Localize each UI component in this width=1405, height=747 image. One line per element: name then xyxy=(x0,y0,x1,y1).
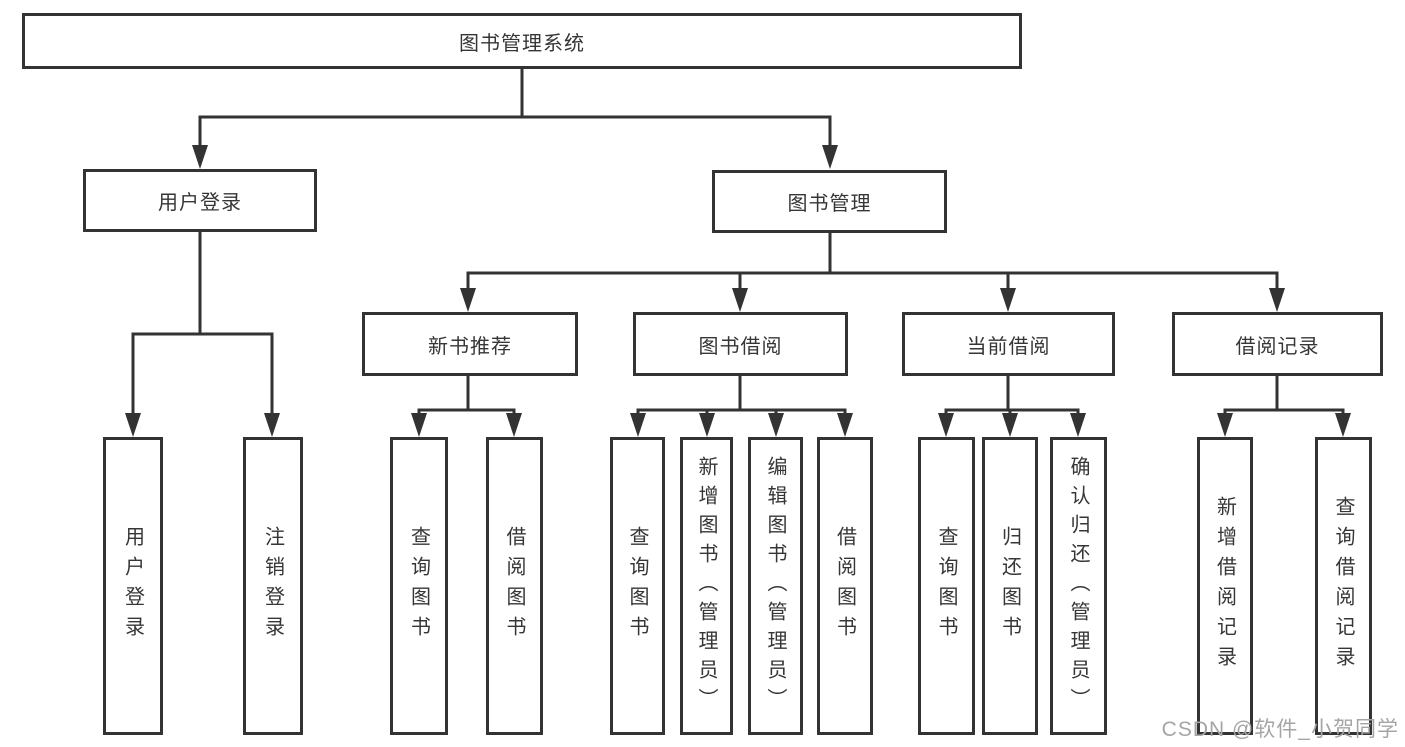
arrowhead-icon xyxy=(192,145,208,169)
node-book-management: 图书管理 xyxy=(712,170,947,233)
arrowhead-icon xyxy=(822,145,838,169)
node-new-book-recommend: 新书推荐 xyxy=(362,312,578,376)
arrowhead-icon xyxy=(1335,413,1351,437)
edge-new-book-recommend-to-leaves xyxy=(411,376,522,437)
node-borrow-records: 借阅记录 xyxy=(1172,312,1383,376)
arrowhead-icon xyxy=(768,413,784,437)
arrowhead-icon xyxy=(1002,413,1018,437)
arrowhead-icon xyxy=(837,413,853,437)
arrowhead-icon xyxy=(699,413,715,437)
arrowhead-icon xyxy=(1269,288,1285,312)
node-user-login: 用户登录 xyxy=(83,169,317,232)
leaf-borrow-books-recommend: 借阅图书 xyxy=(486,437,543,735)
leaf-edit-books-admin: 编辑图书（管理员） xyxy=(748,437,803,735)
arrowhead-icon xyxy=(1070,413,1086,437)
node-book-borrow: 图书借阅 xyxy=(633,312,848,376)
node-current-borrow: 当前借阅 xyxy=(902,312,1115,376)
leaf-user-login: 用户登录 xyxy=(103,437,163,735)
node-root-library-management-system: 图书管理系统 xyxy=(22,13,1022,69)
leaf-query-books-current: 查询图书 xyxy=(918,437,975,735)
arrowhead-icon xyxy=(1000,288,1016,312)
edge-root-to-level2 xyxy=(192,69,838,169)
arrowhead-icon xyxy=(506,413,522,437)
leaf-query-borrow-record: 查询借阅记录 xyxy=(1315,437,1372,735)
leaf-confirm-return-admin: 确认归还（管理员） xyxy=(1050,437,1107,735)
edge-book-management-to-level3 xyxy=(460,233,1285,312)
leaf-borrow-books: 借阅图书 xyxy=(817,437,873,735)
leaf-return-books: 归还图书 xyxy=(982,437,1038,735)
arrowhead-icon xyxy=(411,413,427,437)
arrowhead-icon xyxy=(125,413,141,437)
leaf-logout: 注销登录 xyxy=(243,437,303,735)
edge-borrow-records-to-leaves xyxy=(1217,376,1351,437)
edge-book-borrow-to-leaves xyxy=(630,376,853,437)
arrowhead-icon xyxy=(732,288,748,312)
arrowhead-icon xyxy=(630,413,646,437)
leaf-add-books-admin: 新增图书（管理员） xyxy=(680,437,733,735)
arrowhead-icon xyxy=(460,288,476,312)
arrowhead-icon xyxy=(1217,413,1233,437)
edge-user-login-to-leaves xyxy=(125,232,280,437)
csdn-watermark: CSDN @软件_小贺同学 xyxy=(1161,718,1399,741)
leaf-add-borrow-record: 新增借阅记录 xyxy=(1197,437,1253,735)
edge-current-borrow-to-leaves xyxy=(938,376,1086,437)
arrowhead-icon xyxy=(264,413,280,437)
leaf-query-books-recommend: 查询图书 xyxy=(390,437,448,735)
leaf-query-books-borrow: 查询图书 xyxy=(610,437,665,735)
arrowhead-icon xyxy=(938,413,954,437)
